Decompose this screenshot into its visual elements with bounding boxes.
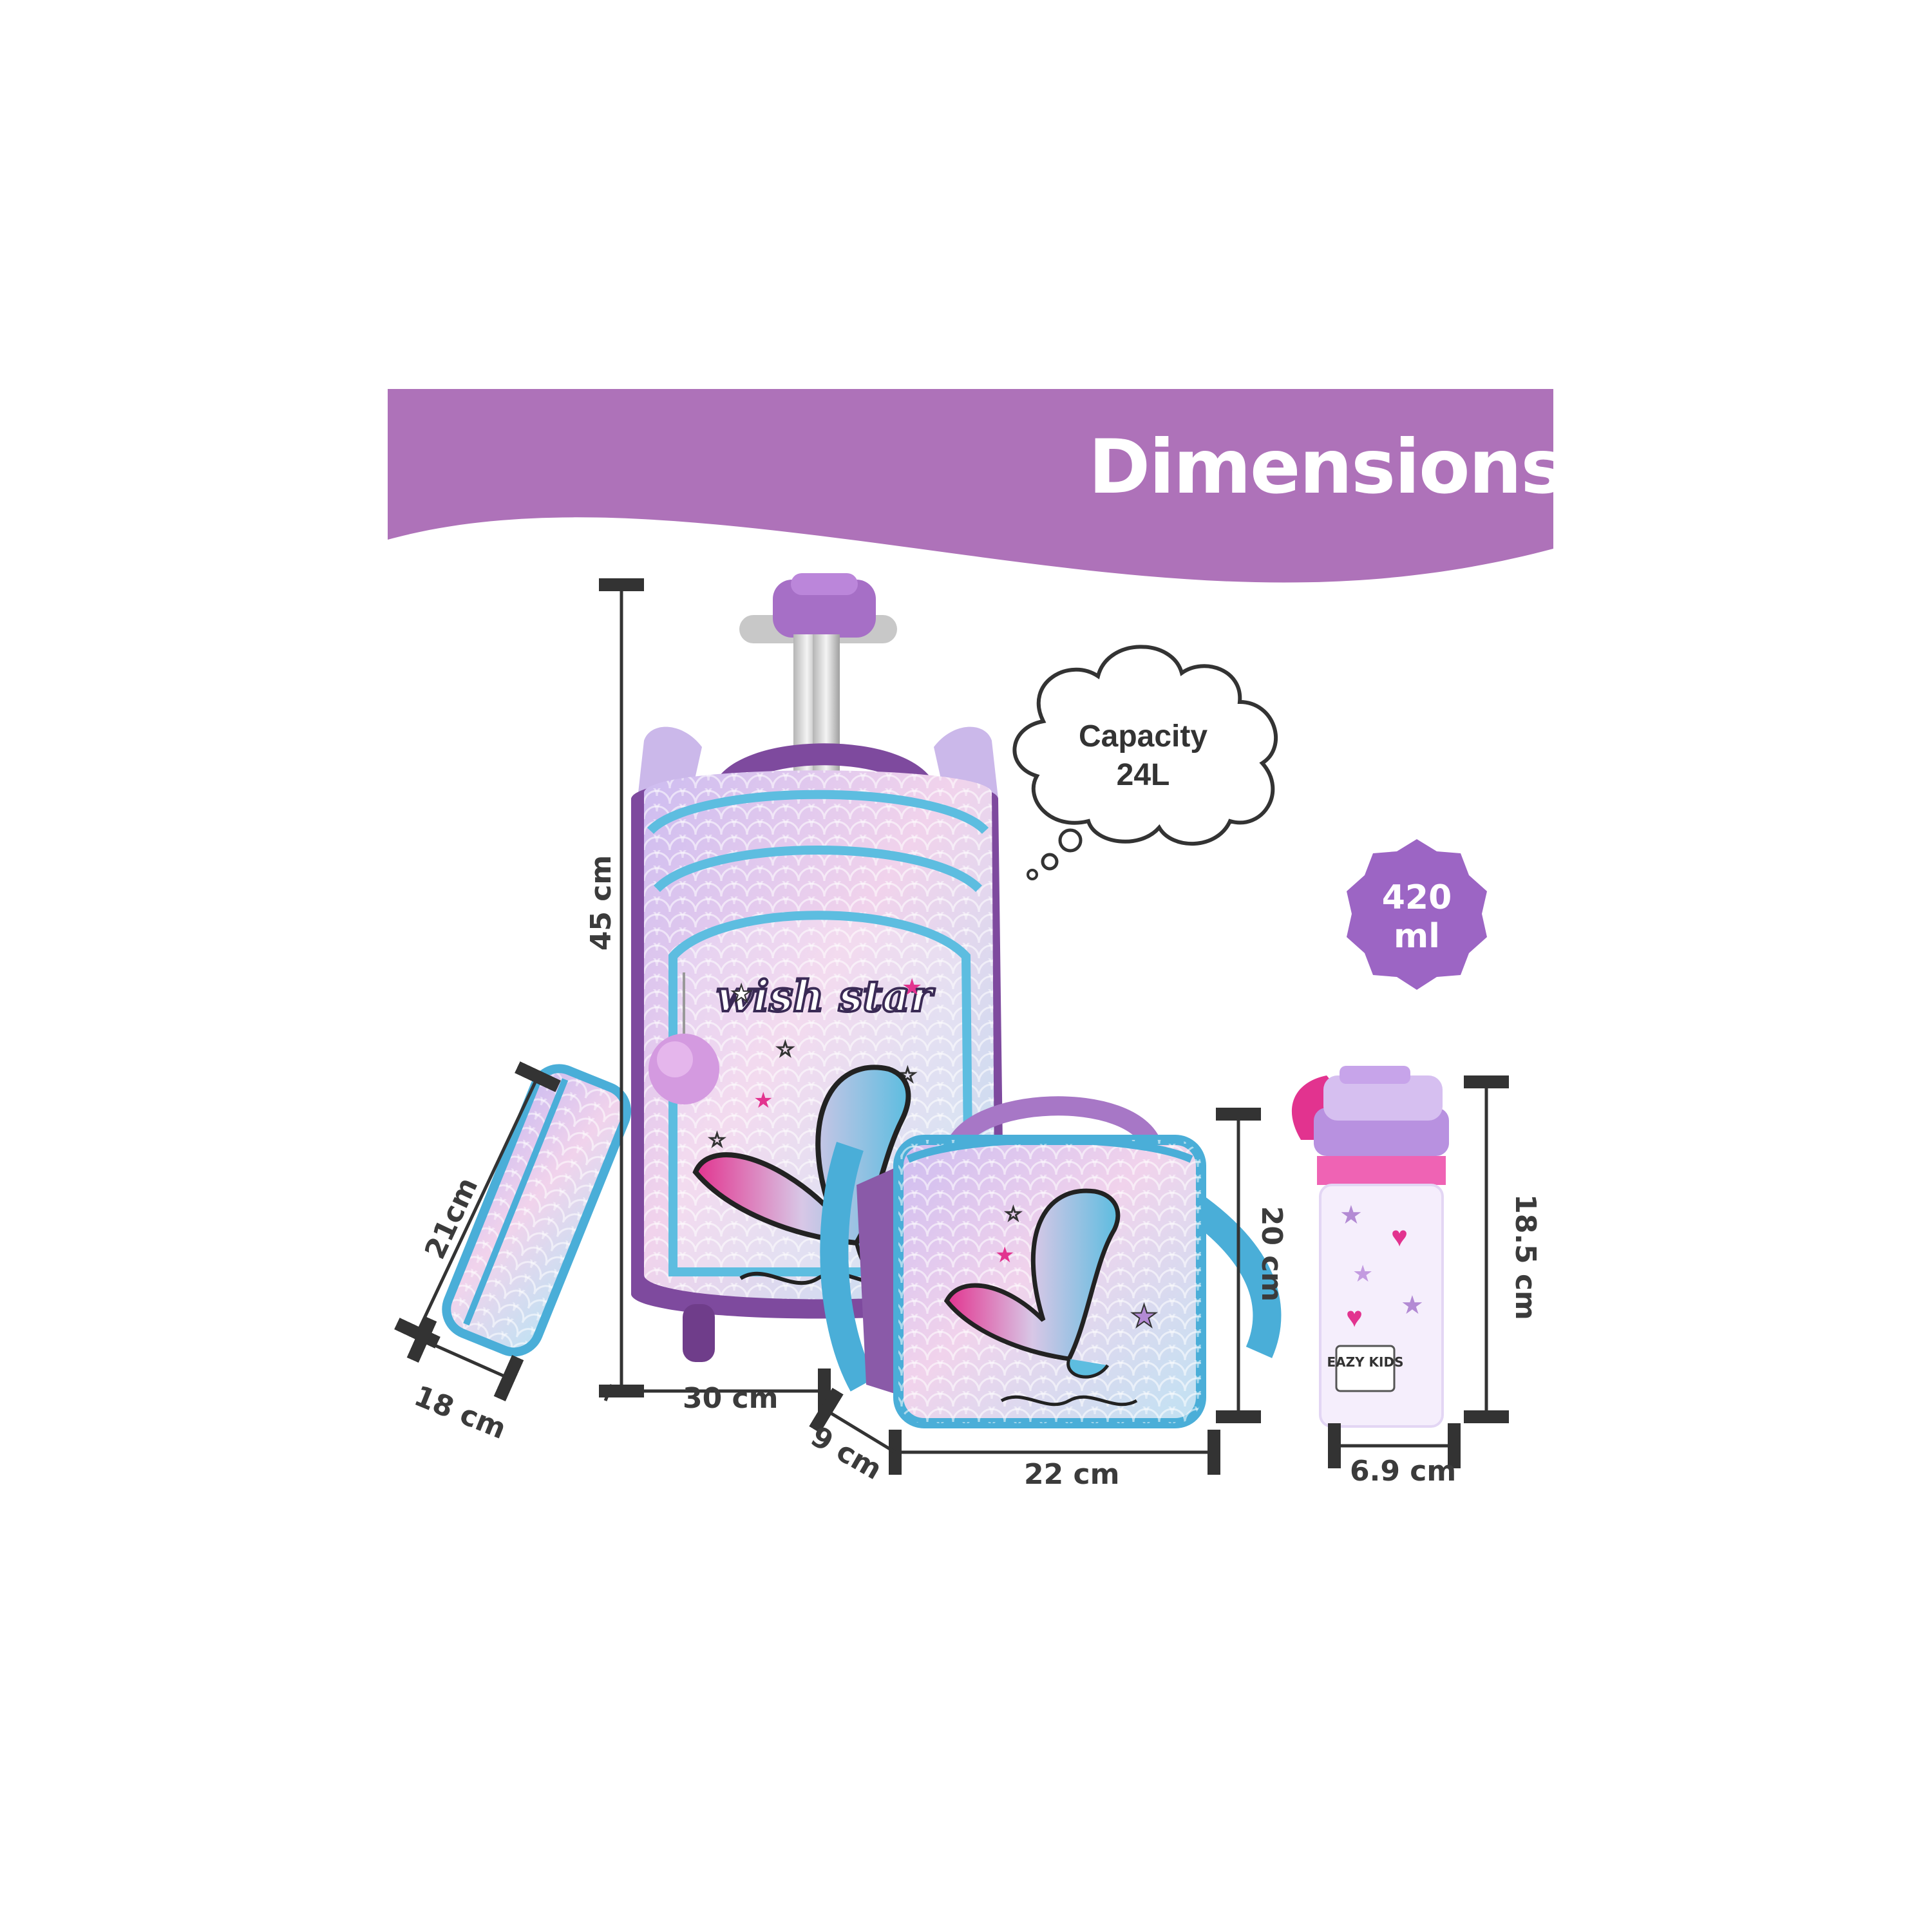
backpack-script-text: wish star <box>716 971 934 1021</box>
dimension-lines <box>394 578 1509 1475</box>
svg-text:★: ★ <box>995 1243 1014 1267</box>
page-title: Dimensions <box>1088 424 1565 511</box>
capacity-value: 24L <box>1116 758 1170 792</box>
svg-text:☆: ☆ <box>1005 1204 1022 1225</box>
bottle-brand-label: EAZY KIDS <box>1327 1354 1403 1370</box>
capacity-cloud <box>1012 645 1278 880</box>
svg-text:★: ★ <box>902 974 922 1000</box>
backpack-height-label: 45 cm <box>585 855 618 951</box>
volume-badge <box>1347 839 1487 990</box>
svg-text:★: ★ <box>731 980 752 1007</box>
lunch-bag-height-label: 20 cm <box>1255 1206 1289 1302</box>
svg-text:☆: ☆ <box>776 1037 795 1061</box>
svg-text:♥: ♥ <box>1346 1302 1363 1333</box>
lunch-bag-illustration: ☆ ★ ☆ ★ <box>820 1096 1282 1428</box>
svg-text:★: ★ <box>753 1088 773 1113</box>
svg-text:♥: ♥ <box>1391 1221 1408 1253</box>
backpack-width-label: 30 cm <box>683 1382 779 1415</box>
svg-text:★: ★ <box>1352 1260 1373 1287</box>
bottle-diameter-label: 6.9 cm <box>1350 1455 1457 1488</box>
volume-unit: ml <box>1393 917 1440 956</box>
svg-text:☆: ☆ <box>708 1130 726 1151</box>
svg-text:★: ★ <box>1130 1300 1158 1334</box>
volume-value: 420 <box>1381 878 1452 917</box>
water-bottle-illustration: ★ ♥ ★ ★ ♥ EAZY KIDS <box>1291 1066 1449 1428</box>
svg-text:★: ★ <box>1340 1201 1363 1229</box>
lunch-bag-width-label: 22 cm <box>1024 1458 1120 1491</box>
bottle-height-label: 18.5 cm <box>1508 1194 1542 1320</box>
header-banner <box>388 389 1553 583</box>
capacity-label: Capacity <box>1078 719 1208 753</box>
svg-text:★: ★ <box>1401 1291 1424 1320</box>
